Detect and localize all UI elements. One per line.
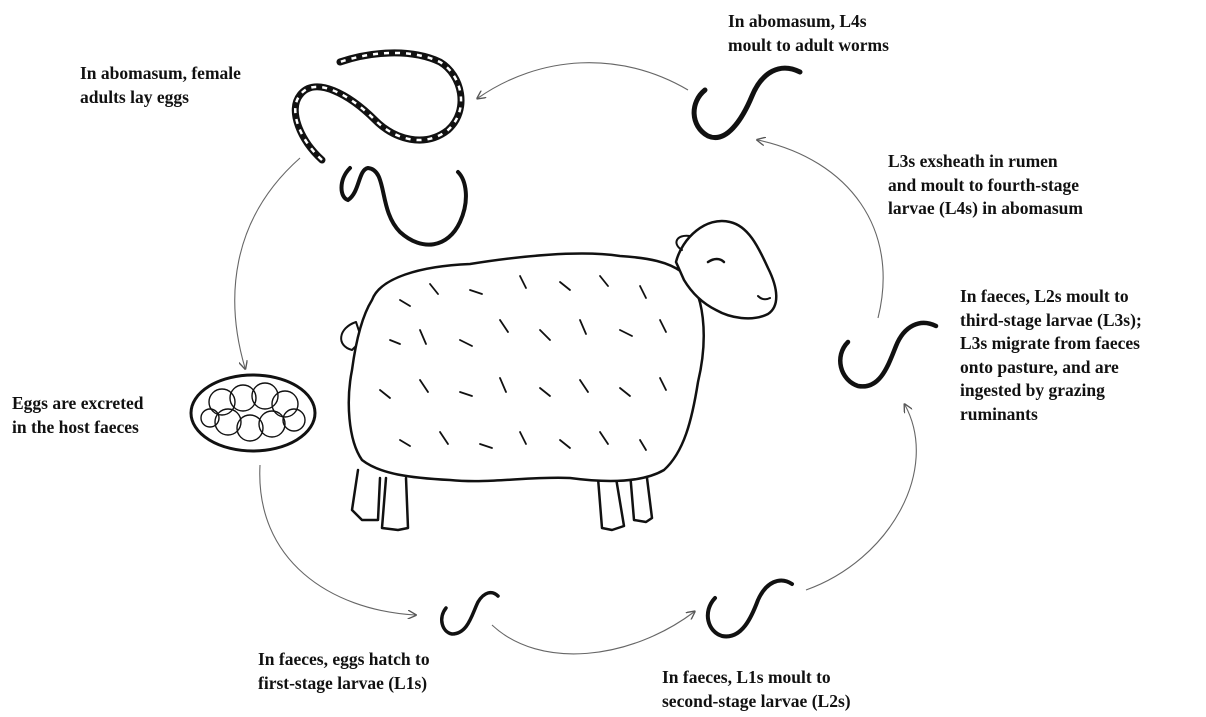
arrow-l4-to-adults	[478, 63, 688, 98]
l3-larva-icon	[840, 323, 936, 387]
stage-label-eggs-excreted: Eggs are excreted in the host faeces	[12, 392, 144, 439]
arrow-l1-to-l2	[492, 612, 694, 654]
arrow-l2-to-l3	[806, 405, 916, 590]
adult-male-worm-icon	[342, 168, 466, 245]
stage-label-l3-exsheath: L3s exsheath in rumen and moult to fourt…	[888, 150, 1083, 221]
adult-female-worm-icon	[295, 53, 461, 160]
arrow-adults-to-eggs	[235, 158, 300, 368]
stage-label-adults-lay-eggs: In abomasum, female adults lay eggs	[80, 62, 241, 109]
l1-larva-icon	[442, 593, 498, 634]
stage-label-l4-moult: In abomasum, L4s moult to adult worms	[728, 10, 889, 57]
eggs-icon	[191, 375, 315, 451]
l2-larva-icon	[708, 581, 792, 637]
stage-label-l2-moult: In faeces, L2s moult to third-stage larv…	[960, 285, 1142, 426]
stage-label-eggs-hatch: In faeces, eggs hatch to first-stage lar…	[258, 648, 430, 695]
stage-label-l1-moult: In faeces, L1s moult to second-stage lar…	[662, 666, 851, 713]
l4-larva-icon	[694, 68, 800, 137]
sheep-illustration	[341, 221, 776, 530]
